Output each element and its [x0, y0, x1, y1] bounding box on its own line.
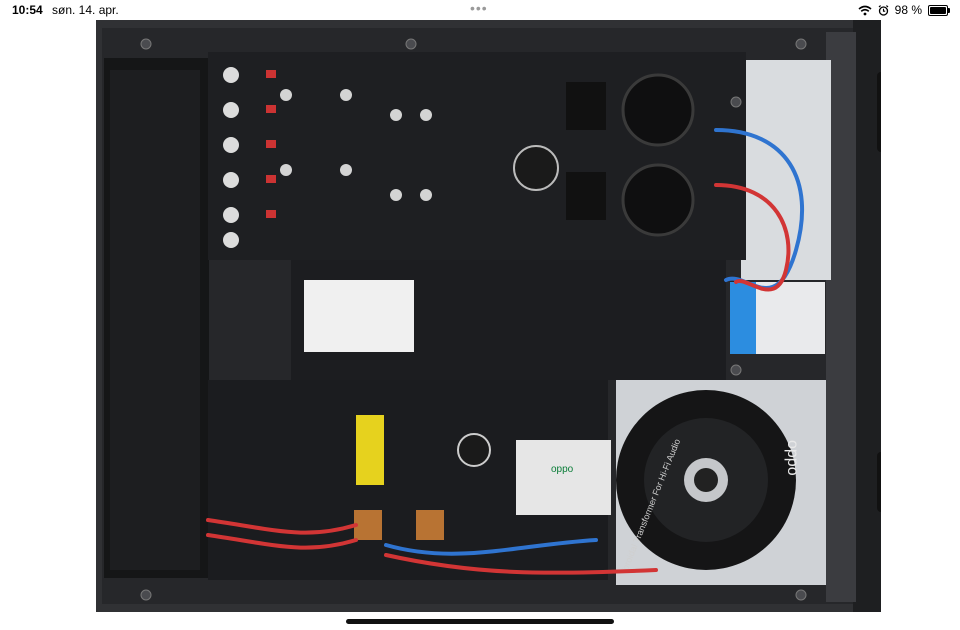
- capacitor-array: [223, 67, 432, 248]
- wifi-icon: [858, 5, 872, 15]
- status-time: 10:54: [12, 3, 43, 17]
- alarm-icon: [878, 4, 889, 16]
- home-indicator[interactable]: [346, 619, 614, 624]
- module-brand: oppo: [551, 464, 574, 475]
- photo: oppo oppo Toroidal Transformer For Hi-Fi…: [96, 20, 881, 612]
- choke-1: [354, 510, 382, 540]
- wireless-module: [516, 440, 611, 515]
- filter-cap: [513, 145, 559, 191]
- front-panel: [853, 20, 881, 612]
- wiring: [206, 128, 805, 575]
- psu-cap: [457, 433, 491, 467]
- heatsink-2: [566, 172, 606, 220]
- main-cap-2: [621, 163, 695, 237]
- main-cap-1: [621, 73, 695, 147]
- screws: [140, 38, 807, 601]
- ribbon-connector: [730, 282, 756, 354]
- battery-icon: [928, 4, 950, 16]
- psu-transformer: [356, 415, 384, 485]
- transformer-logo: oppo: [784, 440, 801, 476]
- status-date: søn. 14. apr.: [52, 3, 119, 17]
- status-right: 98 %: [858, 3, 950, 17]
- red-resistors: [266, 70, 276, 218]
- status-bar: 10:54 søn. 14. apr. ••• 98 %: [0, 0, 960, 20]
- volume-knob: [877, 72, 881, 152]
- battery-level: [930, 6, 946, 14]
- metal-bay-upper: [741, 60, 831, 280]
- toroidal-transformer: oppo Toroidal Transformer For Hi-Fi Audi…: [616, 390, 801, 576]
- choke-2: [416, 510, 444, 540]
- rear-board-surface: [110, 70, 200, 570]
- battery-percent: 98 %: [894, 3, 922, 17]
- perforated-plate: [304, 280, 414, 352]
- heatsink-1: [566, 82, 606, 130]
- input-knob: [877, 452, 881, 512]
- multitask-dots[interactable]: •••: [470, 0, 488, 16]
